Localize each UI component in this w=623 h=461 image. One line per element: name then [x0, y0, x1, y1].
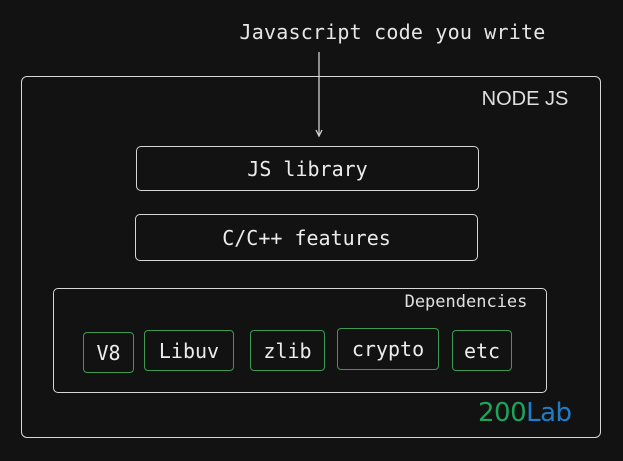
- dependencies-container: [53, 288, 547, 393]
- js-library-box: JS library: [136, 146, 479, 191]
- node-js-container: [21, 76, 601, 438]
- brand-name: Lab: [526, 398, 572, 428]
- cpp-features-box: C/C++ features: [135, 214, 478, 261]
- dependency-zlib: zlib: [250, 330, 325, 371]
- brand-logo: 200Lab: [478, 398, 593, 432]
- dependency-etc: etc: [452, 330, 512, 371]
- dependencies-label: Dependencies: [404, 292, 528, 312]
- dependency-v8: V8: [83, 332, 134, 373]
- node-js-label: NODE JS: [481, 88, 569, 110]
- brand-number: 200: [478, 398, 527, 428]
- down-arrow-icon: [315, 52, 323, 138]
- dependency-crypto: crypto: [337, 328, 439, 370]
- user-code-label: Javascript code you write: [239, 20, 546, 44]
- dependency-libuv: Libuv: [144, 330, 234, 371]
